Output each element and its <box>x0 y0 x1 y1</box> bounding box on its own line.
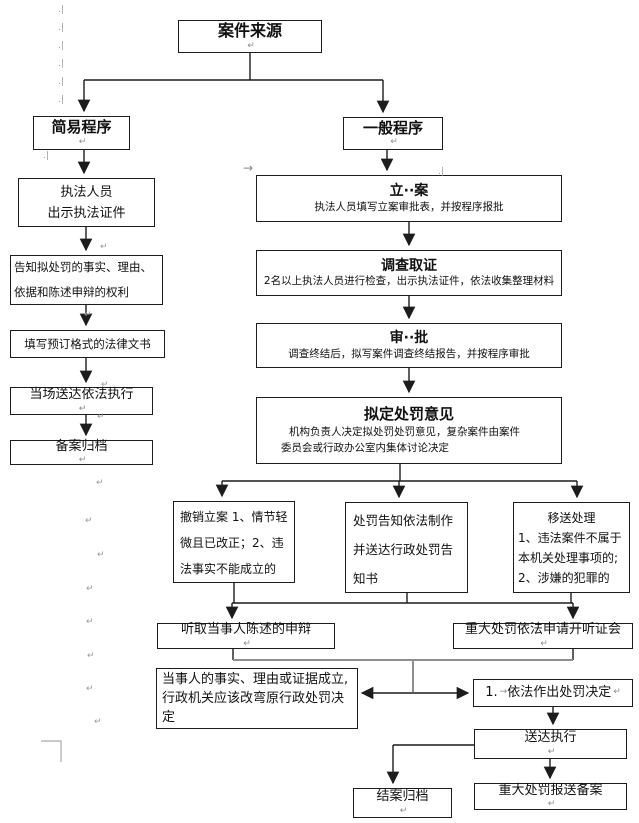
node-label: 重大处罚报送备案 <box>498 782 603 798</box>
node-label-line2: 出示执法证件 <box>47 205 126 221</box>
return-mark-icon: ↵ <box>86 584 94 594</box>
node-label: 重大处罚依法申请开听证会 <box>464 622 621 638</box>
node-hear-statement: 听取当事人陈述的申辩↵ <box>157 622 335 649</box>
node-major-penalty-report: 重大处罚报送备案↵ <box>474 783 627 810</box>
para-mark-icon: .| <box>58 5 64 15</box>
return-mark-icon: ↵ <box>78 136 87 147</box>
para-mark-icon: .| <box>58 41 64 51</box>
node-label-prefix: 1. <box>485 684 498 700</box>
node-label: 撤销立案 1、情节轻微且已改正；2、违法事实不能成立的 <box>180 510 288 576</box>
node-make-penalty-decision: 1. → 依法作出处罚决定↵ <box>473 679 633 707</box>
node-title: 调查取证 <box>381 257 437 274</box>
node-enforcement-personnel: 执法人员 出示执法证件 <box>18 178 155 227</box>
tab-arrow-icon: → <box>499 687 508 698</box>
node-investigation: 调查取证 2名以上执法人员进行检查，出示执法证件，依法收集整理材料 <box>256 250 562 296</box>
node-simple-procedure: 简易程序↵ <box>33 116 130 150</box>
node-fill-legal-documents: 填写预订格式的法律文书 <box>10 330 165 358</box>
return-mark-icon: ↵ <box>97 412 105 422</box>
para-mark-icon: .| <box>58 77 64 87</box>
return-mark-icon: ↵ <box>390 137 398 148</box>
node-subtitle: 执法人员填写立案审批表，并按程序报批 <box>314 200 504 213</box>
node-title: 审··批 <box>389 330 429 347</box>
return-mark-icon: ↵ <box>100 242 108 252</box>
node-close-file: 结案归档↵ <box>353 788 452 818</box>
node-label: 填写预订格式的法律文书 <box>24 336 151 351</box>
node-label: 当场送达依法执行 <box>29 387 134 403</box>
return-mark-icon: ↵ <box>247 40 255 51</box>
node-draft-penalty-opinion: 拟定处罚意见 机构负责人决定拟处罚处罚意见，复杂案件由案件 委员会或行政办公室内… <box>256 397 562 464</box>
node-label: 备案归档 <box>55 438 108 454</box>
return-mark-icon: ↵ <box>84 310 92 320</box>
return-mark-icon: ↵ <box>85 516 93 526</box>
node-subtitle: 调查终结后，拟写案件调查终结报告，并按程序审批 <box>288 347 530 360</box>
para-mark-icon: .| <box>58 95 64 105</box>
return-mark-icon: ↵ <box>547 746 556 757</box>
return-mark-icon: ↵ <box>547 799 556 809</box>
return-mark-icon: ↵ <box>87 651 95 661</box>
node-label: 听取当事人陈述的申辩 <box>180 622 311 638</box>
node-file-case: 立··案 执法人员填写立案审批表，并按程序报批 <box>256 175 562 222</box>
node-label: 一般程序 <box>362 118 423 137</box>
node-label: 简易程序 <box>51 118 112 136</box>
return-mark-icon: ↵ <box>399 805 408 816</box>
node-label: 送达执行 <box>524 730 577 746</box>
node-subtitle-line2: 委员会或行政办公室内集体讨论决定 <box>281 441 449 454</box>
node-label-line4: 2、涉嫌的犯罪的 <box>518 570 610 585</box>
return-mark-icon: ↵ <box>78 403 87 414</box>
return-mark-icon: ↵ <box>613 687 621 698</box>
node-filing-record: 备案归档↵ <box>10 438 153 465</box>
node-label-line1: 执法人员 <box>60 184 113 200</box>
node-approval: 审··批 调查终结后，拟写案件调查终结报告，并按程序审批 <box>256 323 562 368</box>
node-label-line1: 移送处理 <box>547 510 596 525</box>
node-general-procedure: 一般程序↵ <box>343 117 443 150</box>
node-onsite-delivery-execution: 当场送达依法执行↵ <box>10 387 153 415</box>
node-label: 结案归档 <box>376 789 429 805</box>
node-party-facts-established: 当事人的事实、理由或证据成立,行政机关应该改弯原行政处罚决定 <box>156 668 358 729</box>
node-transfer-handling: 移送处理 1、违法案件不属于 本机关处理事项的; 2、涉嫌的犯罪的 <box>513 502 630 593</box>
stray-arrow-icon: → <box>243 161 254 175</box>
node-label: 处罚告知依法制作并送达行政处罚告知书 <box>353 513 454 586</box>
node-subtitle: 2名以上执法人员进行检查，出示执法证件，依法收集整理材料 <box>263 275 555 288</box>
node-penalty-notice: 处罚告知依法制作并送达行政处罚告知书 <box>345 502 468 593</box>
node-label: 案件来源 <box>217 20 282 40</box>
node-title: 立··案 <box>389 183 429 200</box>
return-mark-icon: ↵ <box>86 684 94 694</box>
para-mark-icon: .| <box>438 167 444 177</box>
node-label: 当事人的事实、理由或证据成立,行政机关应该改弯原行政处罚决定 <box>162 672 349 725</box>
para-mark-icon: .| <box>58 23 64 33</box>
node-case-source: 案件来源↵ <box>178 20 322 53</box>
node-withdraw-case: 撤销立案 1、情节轻微且已改正；2、违法事实不能成立的 <box>173 501 295 583</box>
node-label-line3: 本机关处理事项的; <box>518 550 619 565</box>
node-subtitle-line1: 机构负责人决定拟处罚处罚意见，复杂案件由案件 <box>289 425 520 438</box>
node-label: 告知拟处罚的事实、理由、依据和陈述申辩的权利 <box>14 260 152 299</box>
para-mark-icon: .| <box>43 151 49 161</box>
return-mark-icon: ↵ <box>94 717 102 727</box>
para-mark-icon: .| <box>58 59 64 69</box>
return-mark-icon: ↵ <box>243 638 251 649</box>
return-mark-icon: ↵ <box>78 455 87 465</box>
node-label-line2: 1、违法案件不属于 <box>518 530 622 545</box>
return-mark-icon: ↵ <box>540 638 548 649</box>
node-label: 依法作出处罚决定 <box>507 684 612 700</box>
return-mark-icon: ↵ <box>97 550 105 560</box>
node-delivery-execution: 送达执行↵ <box>474 729 627 759</box>
node-major-penalty-hearing: 重大处罚依法申请开听证会↵ <box>453 622 633 649</box>
return-mark-icon: ↵ <box>96 478 104 488</box>
return-mark-icon: ↵ <box>101 380 109 390</box>
node-title: 拟定处罚意见 <box>363 405 454 424</box>
return-mark-icon: ↵ <box>86 617 94 627</box>
node-inform-rights: 告知拟处罚的事实、理由、依据和陈述申辩的权利 <box>10 255 163 305</box>
